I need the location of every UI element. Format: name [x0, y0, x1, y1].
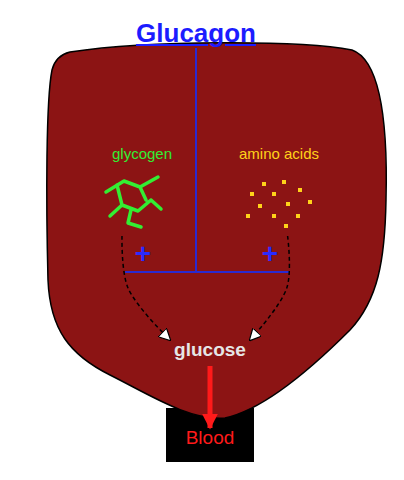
glycogen-node: glycogen	[92, 146, 192, 236]
flow-arrow	[250, 236, 289, 340]
glycogen-molecule	[106, 177, 161, 227]
liver-shape	[47, 43, 386, 419]
flow-arrow	[122, 236, 170, 340]
glucagon-line	[195, 48, 197, 272]
node-label: glucose	[160, 340, 260, 361]
node-label: amino acids	[236, 146, 322, 163]
diagram-title: Glucagon	[0, 18, 392, 49]
node-label: Blood	[160, 428, 260, 449]
glucose-node: glucose	[160, 340, 260, 366]
plus-sign: +	[128, 238, 158, 270]
glucagon-branch	[125, 271, 290, 273]
amino-acid-dots	[246, 180, 312, 228]
flow-arrow	[208, 366, 213, 428]
blood-node: Blood	[160, 428, 260, 454]
node-label: glycogen	[92, 146, 192, 163]
amino-acids-node: amino acids	[236, 146, 322, 236]
plus-sign: +	[255, 238, 285, 270]
